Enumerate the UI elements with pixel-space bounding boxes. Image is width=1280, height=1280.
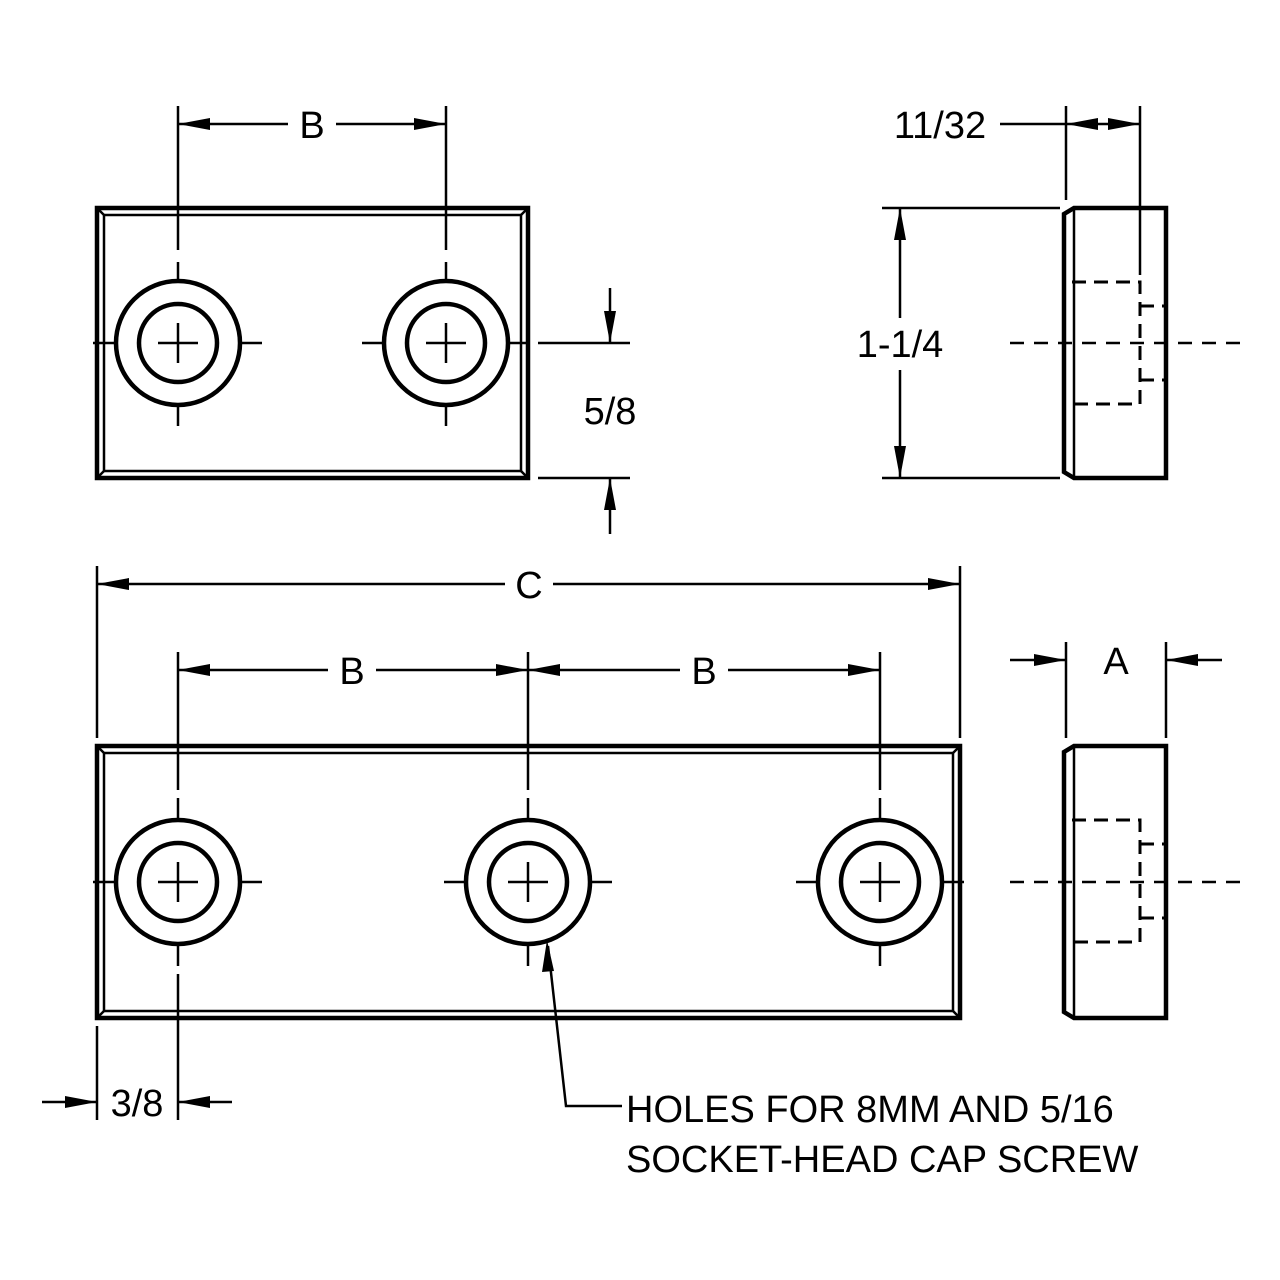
through-hole-circle bbox=[136, 301, 220, 385]
through-hole-circle bbox=[404, 301, 488, 385]
through-hole-circle bbox=[136, 840, 220, 924]
dim-center-height: 5/8 bbox=[538, 288, 636, 534]
top-hole-2 bbox=[362, 262, 530, 426]
dim-label-5-8: 5/8 bbox=[584, 391, 637, 433]
dim-label-c: C bbox=[515, 565, 542, 607]
bottom-hole-2 bbox=[444, 798, 612, 966]
dim-side-height: 1-1/4 bbox=[857, 206, 1060, 480]
dim-label-b-right: B bbox=[691, 651, 716, 693]
through-hole-circle bbox=[486, 840, 570, 924]
hole-note-line-1: HOLES FOR 8MM AND 5/16 bbox=[626, 1089, 1114, 1131]
dim-edge-offset: 3/8 bbox=[42, 974, 232, 1125]
top-block-view: B 5/8 bbox=[93, 105, 636, 534]
dim-label-a: A bbox=[1103, 641, 1129, 683]
top-side-view: 11/32 1-1/4 bbox=[857, 105, 1240, 481]
dim-label-11-32: 11/32 bbox=[894, 105, 986, 147]
hidden-counterbore bbox=[1072, 818, 1142, 944]
dim-label-b: B bbox=[299, 105, 324, 147]
dim-label-b-left: B bbox=[339, 651, 364, 693]
dim-top-spacing: B bbox=[176, 105, 448, 250]
hidden-counterbore bbox=[1072, 280, 1142, 406]
dim-thickness: A bbox=[1010, 641, 1222, 738]
dim-overall-length: C bbox=[95, 565, 962, 738]
bottom-hole-3 bbox=[796, 798, 964, 966]
through-hole-circle bbox=[838, 840, 922, 924]
bottom-block-view: C B B 3/8 bbox=[42, 565, 1139, 1181]
dim-side-width: 11/32 bbox=[894, 105, 1142, 275]
dim-label-1-1-4: 1-1/4 bbox=[857, 324, 944, 366]
dim-label-3-8: 3/8 bbox=[111, 1083, 164, 1125]
hole-note-leader bbox=[542, 940, 622, 1108]
top-hole-1 bbox=[93, 262, 262, 426]
dim-bottom-spacing: B B bbox=[176, 651, 882, 790]
bottom-hole-1 bbox=[93, 798, 262, 966]
hole-note-line-2: SOCKET-HEAD CAP SCREW bbox=[626, 1139, 1139, 1181]
bottom-side-view: A bbox=[1010, 641, 1240, 1021]
